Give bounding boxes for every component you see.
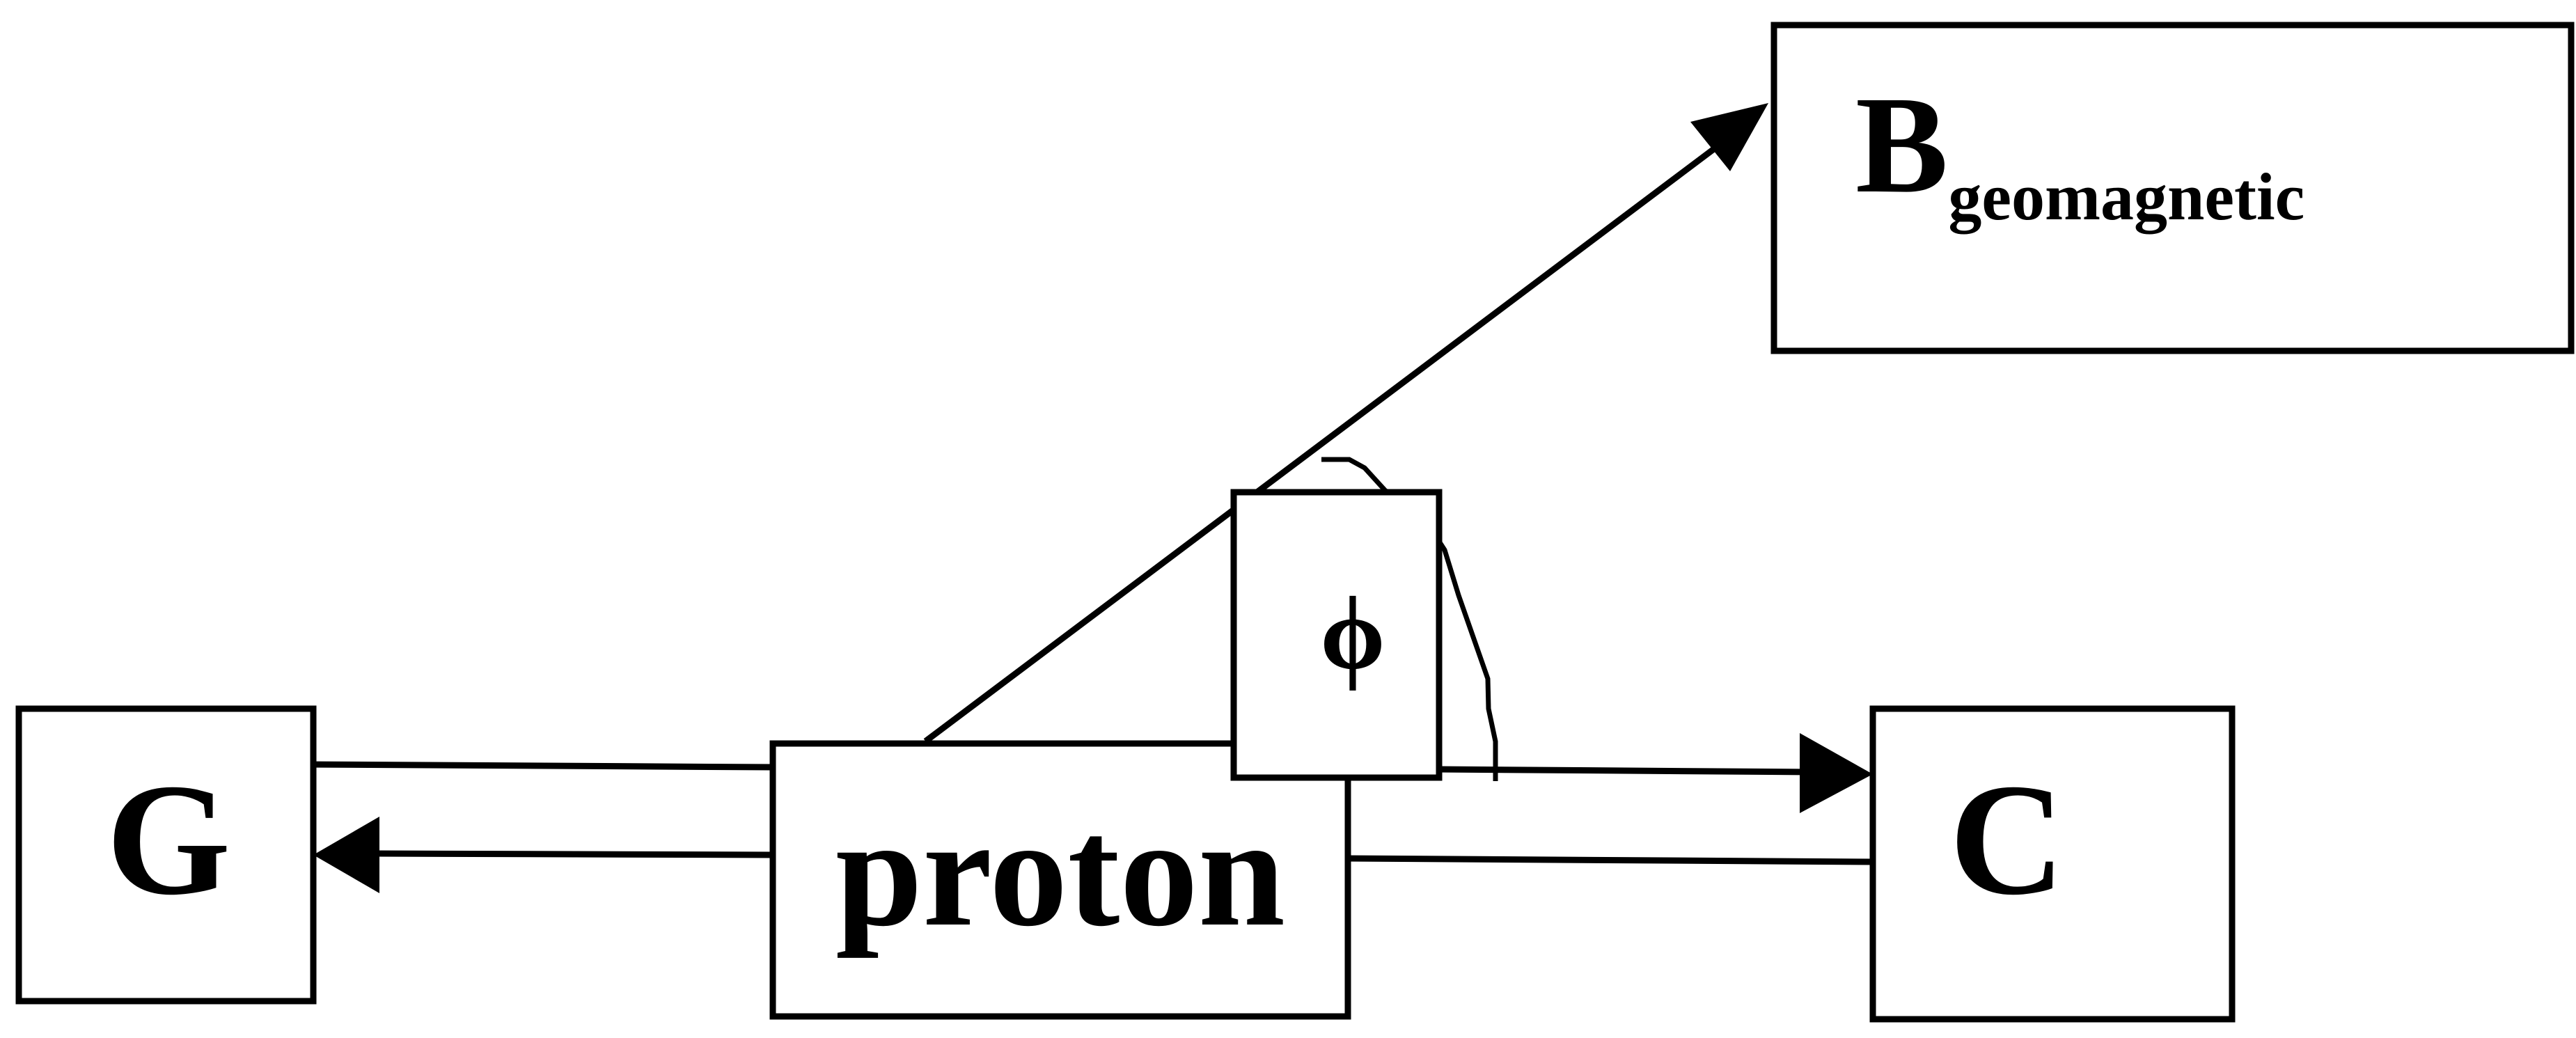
arrowhead-to-c (1800, 733, 1873, 813)
b-main-label: B (1855, 68, 1948, 222)
g-label: G (107, 750, 231, 928)
angle-node (1230, 489, 1443, 781)
arrowhead-to-g (313, 817, 379, 893)
edge-proton-to-c-lower (1344, 855, 1876, 865)
c-label: C (1949, 750, 2065, 928)
b-label: Bgeomagnetic (1855, 68, 2304, 234)
edge-proton-to-g-upper (303, 761, 776, 771)
edge-proton-to-b (923, 137, 1728, 744)
angle-arc (1321, 457, 1498, 781)
edge-to-c-upper (1436, 766, 1814, 776)
angle-label: ϕ (1320, 576, 1385, 691)
b-node (1770, 22, 2575, 354)
arrowhead-to-b (1690, 103, 1768, 171)
b-subscript-label: geomagnetic (1948, 159, 2304, 234)
proton-label: proton (835, 785, 1285, 959)
edge-proton-to-g-lower (372, 850, 776, 858)
c-node (1869, 705, 2236, 1023)
nodes: proton G C Bgeomagnetic ϕ (15, 22, 2575, 1023)
edges (303, 103, 1876, 893)
g-node (15, 705, 317, 1005)
proton-node (769, 740, 1351, 1020)
